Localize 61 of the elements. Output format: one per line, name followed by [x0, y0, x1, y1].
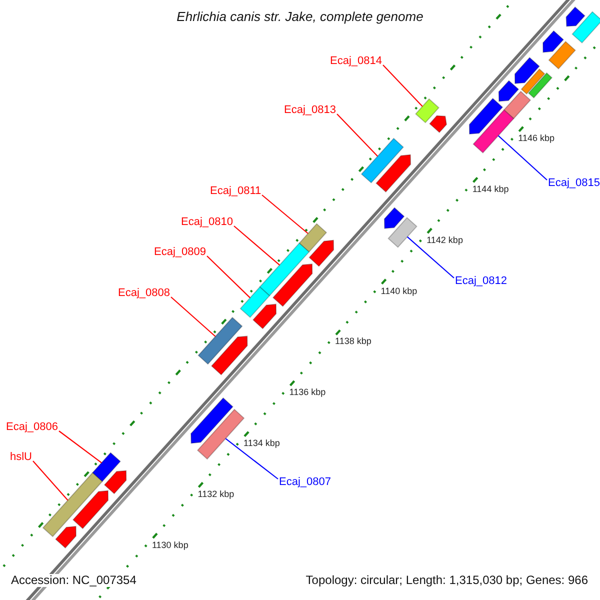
gene-label: Ecaj_0807 — [279, 476, 331, 488]
gene-feature — [240, 286, 270, 318]
gene-feature — [572, 11, 600, 44]
gene-feature — [388, 217, 418, 248]
gene-feature — [429, 115, 448, 134]
gene-feature — [468, 98, 504, 135]
gene-feature — [198, 316, 243, 365]
leader-line — [234, 226, 280, 266]
gene-feature — [498, 80, 520, 102]
tick-label: 1132 kbp — [198, 490, 234, 500]
tick-label: 1142 kbp — [426, 236, 463, 246]
gene-feature — [55, 526, 76, 549]
tick-label: 1140 kbp — [380, 286, 418, 296]
gene-feature — [298, 223, 328, 253]
gene-feature — [415, 98, 440, 124]
leader-line — [32, 460, 68, 501]
gene-feature — [259, 242, 310, 296]
tick-label: 1134 kbp — [244, 439, 280, 449]
gene-label: Ecaj_0806 — [6, 421, 58, 434]
leader-line — [262, 194, 308, 234]
tick-label: 1136 kbp — [289, 388, 326, 398]
gene-feature — [42, 472, 103, 538]
gene-feature — [92, 452, 121, 482]
leader-line — [406, 236, 454, 278]
gene-label: Ecaj_0810 — [181, 216, 233, 228]
gene-label: Ecaj_0809 — [154, 246, 206, 258]
gene-feature — [528, 72, 553, 98]
gene-feature — [548, 40, 576, 70]
gene-label: Ecaj_0808 — [118, 287, 170, 300]
gene-label: Ecaj_0814 — [330, 55, 382, 68]
gene-label: hslU — [10, 451, 32, 464]
gene-feature — [566, 6, 586, 27]
accession-text: Accession: NC_007354 — [9, 574, 138, 588]
tick-label: 1130 kbp — [152, 540, 188, 551]
gene-feature — [503, 90, 532, 120]
gene-feature — [472, 109, 514, 154]
gene-label: Ecaj_0811 — [210, 185, 262, 198]
leader-line — [206, 256, 250, 298]
leader-line — [336, 114, 378, 157]
gene-feature — [520, 68, 546, 95]
tick-label: 1138 kbp — [335, 337, 372, 348]
gene-feature — [252, 304, 277, 330]
gene-feature — [272, 264, 313, 307]
tick-label: 1144 kbp — [472, 184, 509, 195]
leader-line — [58, 430, 102, 464]
gene-feature — [72, 490, 109, 530]
diagram-title: Ehrlichia canis str. Jake, complete genome — [176, 10, 424, 24]
gene-feature — [190, 397, 234, 444]
gene-feature — [196, 408, 245, 460]
tick-label: 1146 kbp — [518, 134, 554, 144]
gene-label: Ecaj_0813 — [284, 104, 336, 116]
gene-label: Ecaj_0812 — [455, 275, 507, 288]
gene-label: Ecaj_0815 — [548, 177, 600, 190]
gene-feature — [376, 154, 412, 193]
leader-line — [498, 135, 548, 180]
gene-feature — [542, 30, 564, 53]
gene-feature — [360, 138, 404, 184]
genome-info-text: Topology: circular; Length: 1,315,030 bp; Genes: 966 — [304, 574, 590, 588]
gene-feature — [210, 336, 248, 376]
gene-feature — [384, 207, 405, 229]
gene-feature — [514, 56, 540, 84]
